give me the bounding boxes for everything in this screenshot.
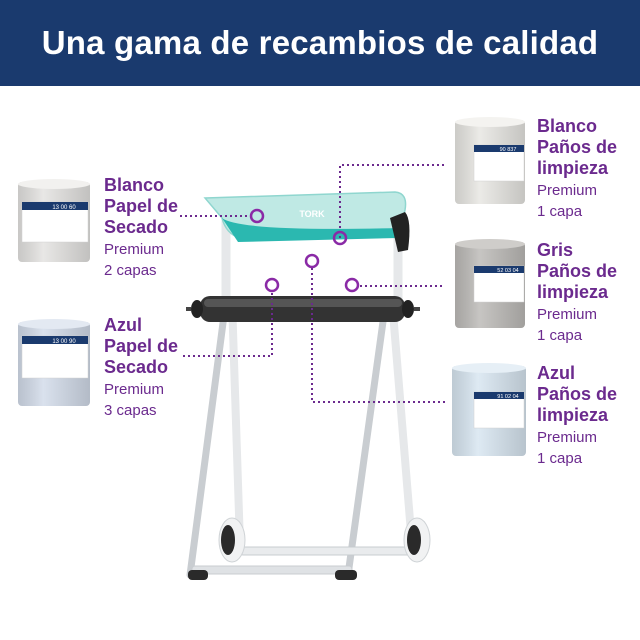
product-grade: Premium <box>537 182 598 199</box>
page-title: Una gama de recambios de calidad <box>41 24 599 61</box>
product-name-line: Paños de <box>537 261 618 281</box>
connector-markers <box>249 208 360 293</box>
roll-blanco-secado: 13 00 60 <box>18 179 90 262</box>
product-name-line: limpieza <box>537 158 609 178</box>
roll-gris-panos: 52 03 04 <box>455 239 525 328</box>
svg-text:90 837: 90 837 <box>500 147 517 153</box>
product-name-line: Blanco <box>104 175 165 195</box>
product-name-line: Papel de <box>104 336 179 356</box>
product-label-blanco-secado: Blanco Papel de Secado Premium 2 capas <box>104 175 178 281</box>
svg-text:52 03 04: 52 03 04 <box>497 268 518 274</box>
connector-lines <box>180 164 445 403</box>
product-grade: Premium <box>537 306 598 323</box>
product-name-line: Secado <box>104 217 169 237</box>
product-name-line: limpieza <box>537 282 609 302</box>
product-label-azul-panos: Azul Paños de limpieza Premium 1 capa <box>537 363 617 469</box>
product-ply: 1 capa <box>537 450 583 467</box>
product-ply: 1 capa <box>537 327 583 344</box>
product-name-line: Gris <box>537 240 574 260</box>
product-label-gris-panos: Gris Paños de limpieza Premium 1 capa <box>537 240 617 346</box>
product-name-line: Azul <box>537 363 575 383</box>
svg-text:91 02 04: 91 02 04 <box>497 394 518 400</box>
svg-text:13 00 60: 13 00 60 <box>52 205 76 211</box>
lid-logo: TORK <box>299 209 325 219</box>
product-name-line: Paños de <box>537 384 618 404</box>
product-ply: 3 capas <box>104 402 157 419</box>
product-label-azul-secado: Azul Papel de Secado Premium 3 capas <box>104 315 178 421</box>
product-name-line: Paños de <box>537 137 618 157</box>
header-banner: Una gama de recambios de calidad <box>0 0 640 86</box>
product-name-line: Azul <box>104 315 142 335</box>
product-name-line: limpieza <box>537 405 609 425</box>
product-name-line: Papel de <box>104 196 179 216</box>
product-label-blanco-panos: Blanco Paños de limpieza Premium 1 capa <box>537 116 617 222</box>
product-grade: Premium <box>104 241 165 258</box>
roll-azul-secado: 13 00 90 <box>18 319 90 406</box>
svg-text:13 00 90: 13 00 90 <box>52 339 76 345</box>
roll-blanco-panos: 90 837 <box>455 117 525 204</box>
product-grade: Premium <box>104 381 165 398</box>
product-name-line: Secado <box>104 357 169 377</box>
product-ply: 2 capas <box>104 262 157 279</box>
product-ply: 1 capa <box>537 203 583 220</box>
roll-azul-panos: 91 02 04 <box>452 363 526 456</box>
wheels <box>188 517 431 580</box>
roll-holder-bar <box>186 296 420 322</box>
product-grade: Premium <box>537 429 598 446</box>
product-name-line: Blanco <box>537 116 598 136</box>
dispenser-lid: TORK <box>203 191 410 252</box>
